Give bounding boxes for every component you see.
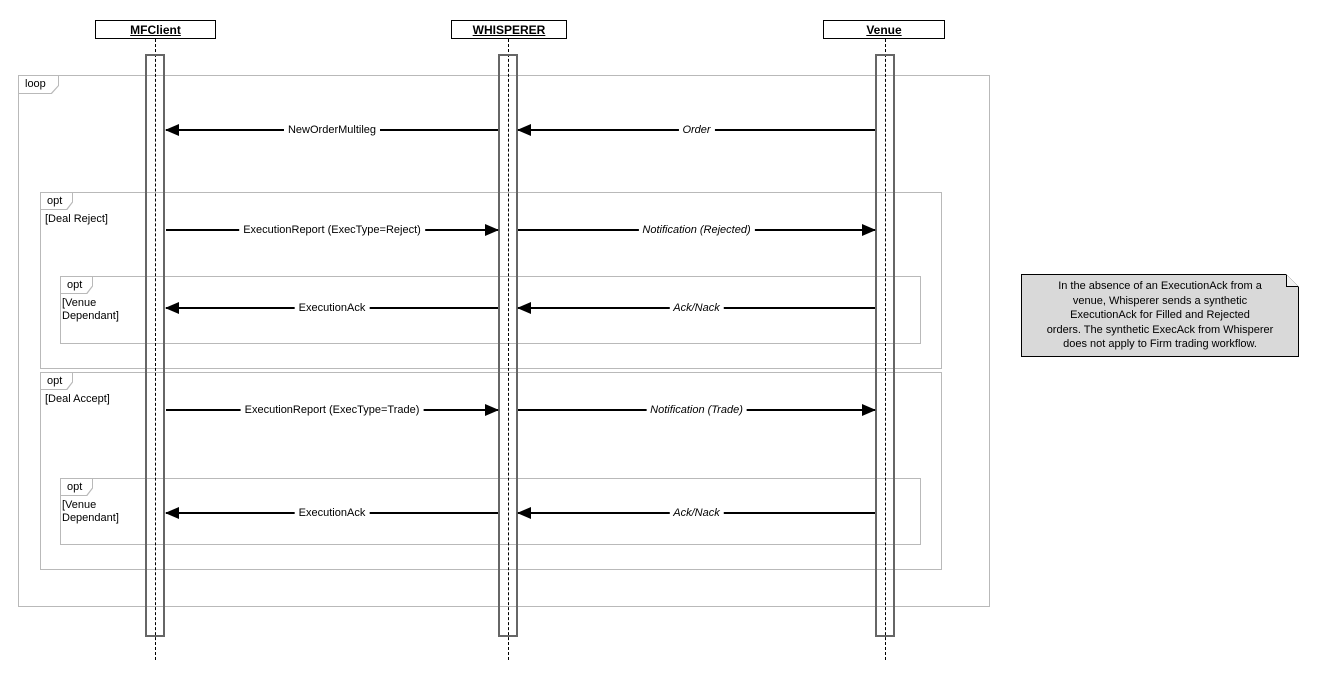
activation-whisperer xyxy=(498,54,518,637)
fragment-loop: loop xyxy=(18,75,990,607)
fragment-opt-venue-dependant-bottom-operator-label: opt xyxy=(67,481,83,493)
fragment-opt-deal-accept: opt xyxy=(40,372,942,570)
note-background xyxy=(1022,275,1298,356)
guard-deal-reject: [Deal Reject] xyxy=(45,213,108,225)
message-label: ExecutionAck xyxy=(294,507,370,519)
fragment-opt-venue-dependant-bottom-operator: opt xyxy=(61,479,93,496)
message-executionreport-reject: ExecutionReport (ExecType=Reject) xyxy=(166,224,499,236)
message-notification-trade: Notification (Trade) xyxy=(518,404,876,416)
note-text-line1: In the absence of an ExecutionAck from a xyxy=(1058,280,1262,292)
arrowhead-left-icon xyxy=(165,124,179,136)
message-label: Order xyxy=(678,124,715,136)
note-text: In the absence of an ExecutionAck from a… xyxy=(1023,279,1297,352)
actor-mfclient: MFClient xyxy=(95,20,216,39)
guard-venue-dependant-bottom-line1: [Venue xyxy=(62,499,97,511)
guard-venue-dependant-top-line1: [Venue xyxy=(62,297,97,309)
lifeline-mfclient xyxy=(155,39,156,660)
note-text-line4: orders. The synthetic ExecAck from Whisp… xyxy=(1046,323,1274,336)
lifeline-whisperer xyxy=(508,39,509,660)
message-label: ExecutionAck xyxy=(294,302,370,314)
fragment-opt-deal-reject: opt xyxy=(40,192,942,369)
actor-whisperer: WHISPERER xyxy=(451,20,567,39)
arrowhead-left-icon xyxy=(165,302,179,314)
message-label: Ack/Nack xyxy=(669,302,724,314)
message-label: Notification (Trade) xyxy=(646,404,747,416)
message-acknack-2: Ack/Nack xyxy=(517,507,875,519)
guard-venue-dependant-bottom: [Venue Dependant] xyxy=(62,499,119,525)
fragment-opt-venue-dependant-top-operator-label: opt xyxy=(67,279,83,291)
note: In the absence of an ExecutionAck from a… xyxy=(1021,274,1299,357)
message-label: Notification (Rejected) xyxy=(638,224,755,236)
message-order: Order xyxy=(517,124,875,136)
fragment-opt-deal-accept-operator-label: opt xyxy=(47,375,63,387)
message-executionack-1: ExecutionAck xyxy=(165,302,498,314)
note-text-line2: venue, Whisperer sends a synthetic xyxy=(1072,294,1248,307)
fragment-opt-deal-accept-operator: opt xyxy=(41,373,73,390)
arrowhead-left-icon xyxy=(517,302,531,314)
message-executionreport-trade: ExecutionReport (ExecType=Trade) xyxy=(166,404,499,416)
message-newordermultileg: NewOrderMultileg xyxy=(165,124,498,136)
guard-venue-dependant-top: [Venue Dependant] xyxy=(62,297,119,323)
fragment-loop-operator: loop xyxy=(19,76,59,94)
message-label: ExecutionReport (ExecType=Trade) xyxy=(240,404,424,416)
actor-venue: Venue xyxy=(823,20,945,39)
fragment-opt-venue-dependant-top: opt xyxy=(60,276,921,344)
activation-mfclient xyxy=(145,54,165,637)
note-text-line3: ExecutionAck for Filled and Rejected xyxy=(1070,309,1250,321)
message-acknack-1: Ack/Nack xyxy=(517,302,875,314)
arrowhead-right-icon xyxy=(862,404,876,416)
fragment-opt-venue-dependant-bottom: opt xyxy=(60,478,921,545)
arrowhead-right-icon xyxy=(485,224,499,236)
message-executionack-2: ExecutionAck xyxy=(165,507,498,519)
message-notification-rejected: Notification (Rejected) xyxy=(518,224,876,236)
fragment-opt-venue-dependant-top-operator: opt xyxy=(61,277,93,294)
message-label: Ack/Nack xyxy=(669,507,724,519)
fragment-opt-deal-reject-operator-label: opt xyxy=(47,195,63,207)
arrowhead-left-icon xyxy=(517,507,531,519)
arrowhead-left-icon xyxy=(165,507,179,519)
activation-venue xyxy=(875,54,895,637)
fragment-opt-deal-reject-operator: opt xyxy=(41,193,73,210)
guard-venue-dependant-top-line2: Dependant] xyxy=(62,310,119,322)
arrowhead-left-icon xyxy=(517,124,531,136)
guard-deal-accept: [Deal Accept] xyxy=(45,393,110,405)
guard-venue-dependant-bottom-line2: Dependant] xyxy=(62,512,119,524)
message-label: ExecutionReport (ExecType=Reject) xyxy=(239,224,425,236)
fragment-loop-operator-label: loop xyxy=(25,78,46,90)
lifeline-venue xyxy=(885,39,886,660)
arrowhead-right-icon xyxy=(485,404,499,416)
note-text-line5: does not apply to Firm trading workflow. xyxy=(1063,338,1257,350)
arrowhead-right-icon xyxy=(862,224,876,236)
message-label: NewOrderMultileg xyxy=(283,124,381,136)
